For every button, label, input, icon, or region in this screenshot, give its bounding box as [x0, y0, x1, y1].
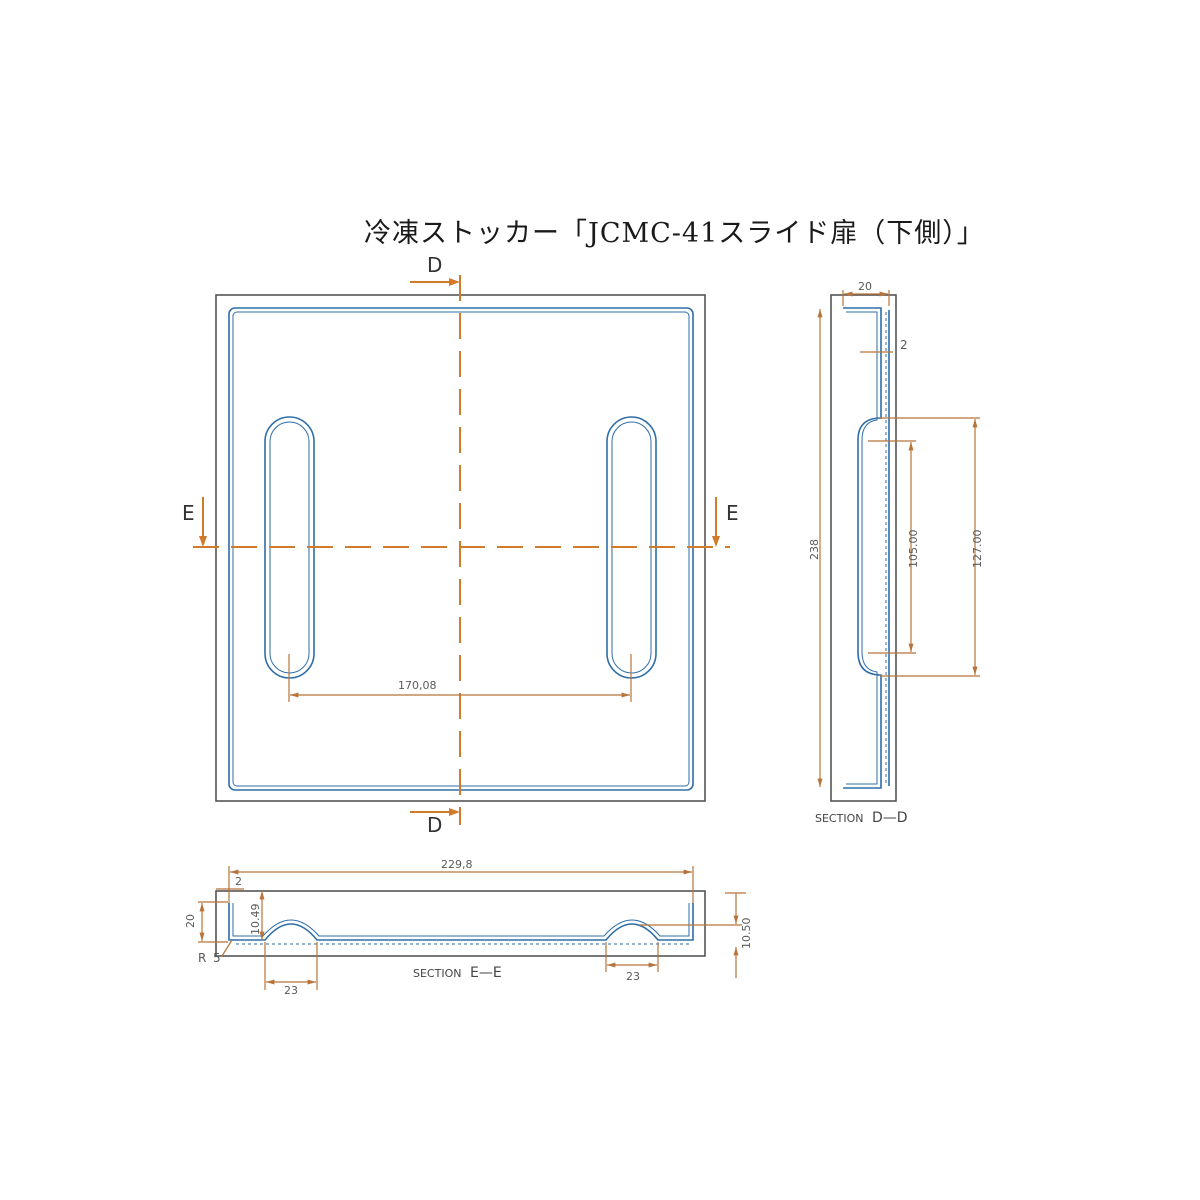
- cut-label-d-top: D: [427, 253, 442, 277]
- dd-outer-slot: 127.00: [971, 530, 984, 569]
- top-view: D D E E 170,08: [182, 253, 739, 837]
- cut-label-e-right: E: [726, 501, 739, 525]
- drawing-title: 冷凍ストッカー「JCMC-41スライド扉（下側）」: [364, 218, 985, 249]
- section-dd-label-prefix: SECTION: [815, 812, 863, 825]
- ee-groove-left: 23: [284, 984, 298, 997]
- section-dd-view: 20 2 238 105.00 127.00 SECTION D—D: [808, 280, 984, 826]
- section-dd-label-id: D—D: [872, 810, 908, 826]
- dd-width: 20: [858, 280, 872, 293]
- section-ee-profile-inner: [232, 903, 690, 937]
- d-bottom-arrow-head: [449, 808, 460, 816]
- ee-length: 229,8: [441, 858, 473, 871]
- ee-wall: 2: [235, 875, 242, 888]
- ee-height: 20: [184, 914, 197, 928]
- section-ee-view: 229,8 2 20 R 5 10.49 10.50 23 23 SECTION: [184, 858, 753, 997]
- e-left-arrow-head: [199, 536, 207, 547]
- dd-inner-slot: 105.00: [907, 530, 920, 569]
- cut-label-e-left: E: [182, 501, 195, 525]
- section-ee-frame: [215, 890, 706, 957]
- ee-depth-right: 10.50: [740, 918, 753, 950]
- dim-handle-spacing: 170,08: [398, 679, 437, 692]
- section-dd-profile-outer: [843, 307, 882, 789]
- ee-groove-right: 23: [626, 970, 640, 983]
- section-ee-label-prefix: SECTION: [413, 967, 461, 980]
- section-ee-label-id: E—E: [470, 965, 502, 981]
- ee-radius-value: 5: [213, 951, 221, 965]
- section-ee-profile-outer: [228, 903, 694, 941]
- cut-label-d-bottom: D: [427, 813, 442, 837]
- dd-wall: 2: [900, 338, 908, 352]
- section-dd-profile-inner: [846, 311, 878, 785]
- d-top-arrow-head: [449, 278, 460, 286]
- dd-height: 238: [808, 539, 821, 560]
- ee-radius-letter: R: [198, 951, 206, 965]
- ee-radius-leader: [221, 939, 233, 957]
- e-right-arrow-head: [712, 536, 720, 547]
- ee-depth-left: 10.49: [249, 904, 262, 936]
